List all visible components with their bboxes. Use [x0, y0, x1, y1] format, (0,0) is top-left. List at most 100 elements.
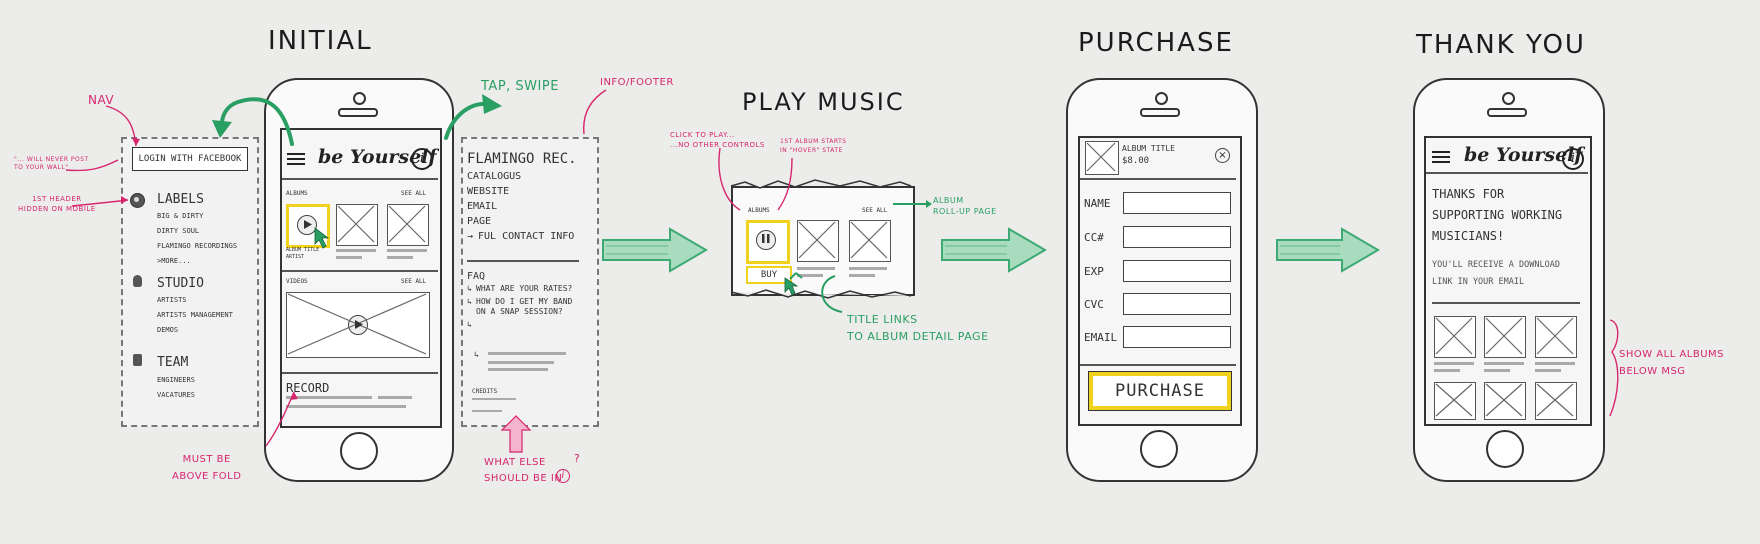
divider: [282, 270, 438, 272]
purchase-button[interactable]: PURCHASE: [1088, 371, 1232, 411]
play-icon[interactable]: [297, 215, 317, 235]
annotation-never-post: "... WILL NEVER POST TO YOUR WALL": [14, 156, 89, 171]
home-button[interactable]: [1486, 430, 1524, 468]
annotation-tap-swipe: TAP, SWIPE: [481, 79, 559, 94]
album-thumbnail[interactable]: [1434, 316, 1476, 358]
close-icon[interactable]: ×: [1215, 148, 1230, 163]
see-all-link[interactable]: SEE ALL: [401, 278, 427, 285]
nav-section-labels[interactable]: LABELS: [157, 192, 204, 207]
title-bar: [336, 249, 376, 252]
nav-item[interactable]: ARTISTS MANAGEMENT: [157, 311, 233, 319]
field-label-cvc: CVC: [1084, 298, 1104, 311]
nav-item[interactable]: DEMOS: [157, 326, 179, 334]
album-thumbnail[interactable]: [387, 204, 429, 246]
text-bar: [286, 396, 372, 399]
album-title: ALBUM TITLE: [1122, 144, 1175, 153]
bullet-icon: ↳: [474, 350, 479, 359]
play-icon[interactable]: [348, 315, 368, 335]
info-link[interactable]: FLAMINGO REC.: [467, 151, 577, 167]
nav-item[interactable]: FLAMINGO RECORDINGS: [157, 242, 238, 250]
home-button[interactable]: [340, 432, 378, 470]
title-bar: [797, 267, 835, 270]
home-button[interactable]: [1140, 430, 1178, 468]
nav-section-studio[interactable]: STUDIO: [157, 276, 204, 291]
annotation-header-hidden: 1ST HEADER HIDDEN ON MOBILE: [18, 195, 96, 213]
title-bar: [849, 274, 875, 277]
record-label[interactable]: RECORD: [286, 381, 330, 395]
album-thumbnail: [1085, 141, 1119, 175]
album-thumbnail[interactable]: [1484, 316, 1526, 358]
cvc-field[interactable]: [1123, 293, 1231, 315]
card-number-field[interactable]: [1123, 226, 1231, 248]
name-field[interactable]: [1123, 192, 1231, 214]
videos-label: VIDEOS: [286, 278, 308, 285]
title-play-music: PLAY MUSIC: [742, 88, 905, 116]
album-price: $8.00: [1122, 156, 1150, 166]
annotation-what-else: WHAT ELSE SHOULD BE IN: [484, 457, 563, 484]
speaker: [338, 108, 378, 117]
pause-icon[interactable]: [756, 230, 776, 250]
text-bar: [286, 405, 406, 408]
annotation-info-footer: INFO/FOOTER: [600, 77, 674, 88]
annotation-nav: NAV: [88, 93, 115, 107]
info-icon[interactable]: i: [411, 148, 433, 170]
see-all-link[interactable]: SEE ALL: [862, 207, 888, 214]
nav-item[interactable]: BIG & DIRTY: [157, 212, 204, 220]
text-bar: [488, 361, 554, 364]
expiry-field[interactable]: [1123, 260, 1231, 282]
field-label-exp: EXP: [1084, 265, 1104, 278]
nav-item[interactable]: ENGINEERS: [157, 376, 195, 384]
bullet-icon: ↳: [467, 284, 472, 293]
logo: be Yourself: [1464, 144, 1583, 166]
arrow-icon: →: [467, 231, 474, 242]
bullet-icon: ↳: [467, 320, 472, 329]
nav-item[interactable]: ARTISTS: [157, 296, 187, 304]
faq-title: FAQ: [467, 271, 486, 282]
credits-label: CREDITS: [472, 388, 498, 395]
title-bar: [1535, 369, 1561, 372]
nav-item[interactable]: VACATURES: [157, 391, 195, 399]
text-bar: [472, 410, 502, 412]
album-caption[interactable]: ALBUM TITLE ARTIST: [286, 247, 320, 260]
speaker: [1487, 108, 1527, 117]
nav-section-team[interactable]: TEAM: [157, 355, 189, 370]
annotation-click-to-play: CLICK TO PLAY... ...NO OTHER CONTROLS: [670, 131, 765, 149]
album-thumbnail[interactable]: [797, 220, 839, 262]
see-all-link[interactable]: SEE ALL: [401, 190, 427, 197]
title-bar: [1434, 362, 1474, 365]
info-link[interactable]: PAGE: [467, 216, 492, 227]
info-icon[interactable]: i: [1562, 148, 1584, 170]
title-bar: [1535, 362, 1575, 365]
faq-item[interactable]: WHAT ARE YOUR RATES?: [476, 284, 573, 293]
hamburger-menu-icon[interactable]: [1432, 148, 1450, 166]
info-link[interactable]: WEBSITE: [467, 186, 510, 197]
annotation-title-links: TITLE LINKS TO ALBUM DETAIL PAGE: [847, 313, 989, 343]
album-thumbnail[interactable]: [1434, 382, 1476, 420]
email-field[interactable]: [1123, 326, 1231, 348]
album-thumbnail[interactable]: [1535, 382, 1577, 420]
annotation-album-rollup: ALBUM ROLL-UP PAGE: [933, 196, 997, 216]
annotation-show-all-albums: SHOW ALL ALBUMS BELOW MSG: [1619, 349, 1725, 377]
team-icon: [133, 354, 142, 366]
title-initial: INITIAL: [268, 26, 373, 56]
album-thumbnail[interactable]: [336, 204, 378, 246]
album-thumbnail[interactable]: [1484, 382, 1526, 420]
album-thumbnail[interactable]: [849, 220, 891, 262]
divider: [1080, 364, 1236, 366]
info-link[interactable]: EMAIL: [467, 201, 498, 212]
nav-item[interactable]: >MORE...: [157, 257, 191, 265]
login-facebook-button[interactable]: LOGIN WITH FACEBOOK: [132, 147, 248, 171]
logo: be Yourself: [318, 146, 437, 168]
field-label-email: EMAIL: [1084, 331, 1118, 344]
info-link[interactable]: CATALOGUS: [467, 171, 522, 182]
divider: [282, 372, 438, 374]
front-camera: [353, 92, 366, 105]
info-link[interactable]: FUL CONTACT INFO: [478, 231, 575, 242]
album-thumbnail[interactable]: [1535, 316, 1577, 358]
faq-item[interactable]: HOW DO I GET MY BAND ON A SNAP SESSION?: [476, 297, 573, 316]
buy-button[interactable]: BUY: [746, 266, 792, 284]
albums-label: ALBUMS: [286, 190, 308, 197]
nav-item[interactable]: DIRTY SOUL: [157, 227, 200, 235]
hamburger-menu-icon[interactable]: [287, 150, 305, 168]
download-note: YOU'LL RECEIVE A DOWNLOAD LINK IN YOUR E…: [1432, 260, 1560, 287]
